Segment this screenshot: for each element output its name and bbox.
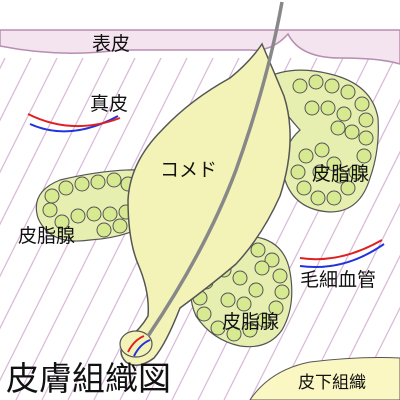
hatch-line	[0, 58, 6, 70]
sebaceous-cell-icon	[254, 260, 270, 276]
label-subcutaneous: 皮下組織	[298, 373, 366, 393]
capillary-icon	[299, 239, 385, 269]
sebaceous-cell-icon	[308, 74, 324, 90]
sebaceous-cell-icon	[220, 292, 236, 308]
sebaceous-cell-icon	[74, 176, 90, 192]
sebaceous-cell-icon	[42, 202, 58, 218]
sebaceous-cells-right	[290, 74, 374, 206]
sebaceous-cell-icon	[298, 148, 314, 164]
sebaceous-cell-icon	[354, 96, 370, 112]
hatch-line	[0, 58, 58, 174]
hatch-line	[301, 202, 400, 400]
sebaceous-cell-icon	[268, 300, 284, 316]
sebaceous-cell-icon	[250, 242, 266, 258]
epidermis-layer	[0, 29, 400, 65]
sebaceous-cell-icon	[272, 268, 288, 284]
sebaceous-cell-icon	[274, 284, 290, 300]
sebaceous-cell-icon	[310, 190, 326, 206]
sebaceous-cell-icon	[232, 270, 248, 286]
label-sebaceous-gland-left: 皮脂腺	[18, 225, 75, 247]
sebaceous-cell-icon	[90, 174, 106, 190]
sebaceous-cell-icon	[102, 206, 118, 222]
label-sebaceous-gland-right: 皮脂腺	[312, 163, 369, 185]
hatch-line	[0, 58, 32, 122]
sebaceous-cell-icon	[344, 124, 360, 140]
sebaceous-cell-icon	[340, 180, 356, 196]
hatch-line	[0, 58, 84, 226]
sebaceous-cell-icon	[332, 168, 348, 184]
capillary-icon	[27, 113, 121, 133]
sebaceous-cell-icon	[326, 156, 342, 172]
sebaceous-cell-icon	[264, 252, 280, 268]
hair-shaft-icon	[146, 1, 284, 337]
sebaceous-cell-icon	[358, 130, 374, 146]
sebaceous-cell-icon	[96, 222, 112, 238]
diagram-title: 皮膚組織図	[6, 359, 171, 398]
sebaceous-cell-icon	[340, 84, 356, 100]
sebaceous-cell-icon	[242, 322, 258, 338]
sebaceous-cell-icon	[44, 188, 60, 204]
sebaceous-cell-icon	[314, 142, 330, 158]
sebaceous-cell-icon	[236, 296, 252, 312]
sebaceous-cell-icon	[58, 180, 74, 196]
comedo-follicle	[120, 42, 291, 366]
sebaceous-cell-icon	[336, 106, 352, 122]
sebaceous-cell-icon	[70, 208, 86, 224]
sebaceous-cell-icon	[290, 164, 306, 180]
sebaceous-cell-icon	[54, 214, 70, 230]
sebaceous-cells-left	[42, 172, 144, 238]
sebaceous-cell-icon	[112, 218, 128, 234]
label-comedo: コメド	[160, 159, 217, 181]
sebaceous-cell-icon	[326, 190, 342, 206]
sebaceous-gland-right	[261, 69, 379, 213]
sebaceous-cell-icon	[210, 320, 226, 336]
sebaceous-cell-icon	[106, 172, 122, 188]
sebaceous-cell-icon	[256, 312, 272, 328]
sebaceous-cell-icon	[292, 78, 308, 94]
sebaceous-cell-icon	[348, 164, 364, 180]
hatch-line	[353, 306, 400, 400]
sebaceous-cell-icon	[226, 326, 242, 342]
sebaceous-cell-icon	[330, 120, 346, 136]
hair-papilla-vessels	[127, 335, 145, 353]
sebaceous-cell-icon	[324, 78, 340, 94]
sebaceous-cell-icon	[304, 100, 320, 116]
label-capillary: 毛細血管	[300, 269, 376, 291]
label-epidermis: 表皮	[92, 33, 130, 55]
label-dermis: 真皮	[90, 93, 128, 115]
sebaceous-cell-icon	[248, 282, 264, 298]
label-sebaceous-gland-bottom: 皮脂腺	[222, 311, 279, 333]
hatch-line	[275, 150, 400, 400]
sebaceous-cell-icon	[86, 206, 102, 222]
subcutaneous-layer	[249, 357, 400, 400]
sebaceous-cell-icon	[358, 112, 374, 128]
hatch-line	[327, 254, 400, 400]
sebaceous-cell-icon	[320, 100, 336, 116]
hair-papilla-vessels-blue	[133, 339, 151, 357]
sebaceous-cell-icon	[312, 164, 328, 180]
sebaceous-cell-icon	[296, 180, 312, 196]
sebaceous-cell-icon	[196, 306, 212, 322]
sebaceous-cell-icon	[356, 148, 372, 164]
